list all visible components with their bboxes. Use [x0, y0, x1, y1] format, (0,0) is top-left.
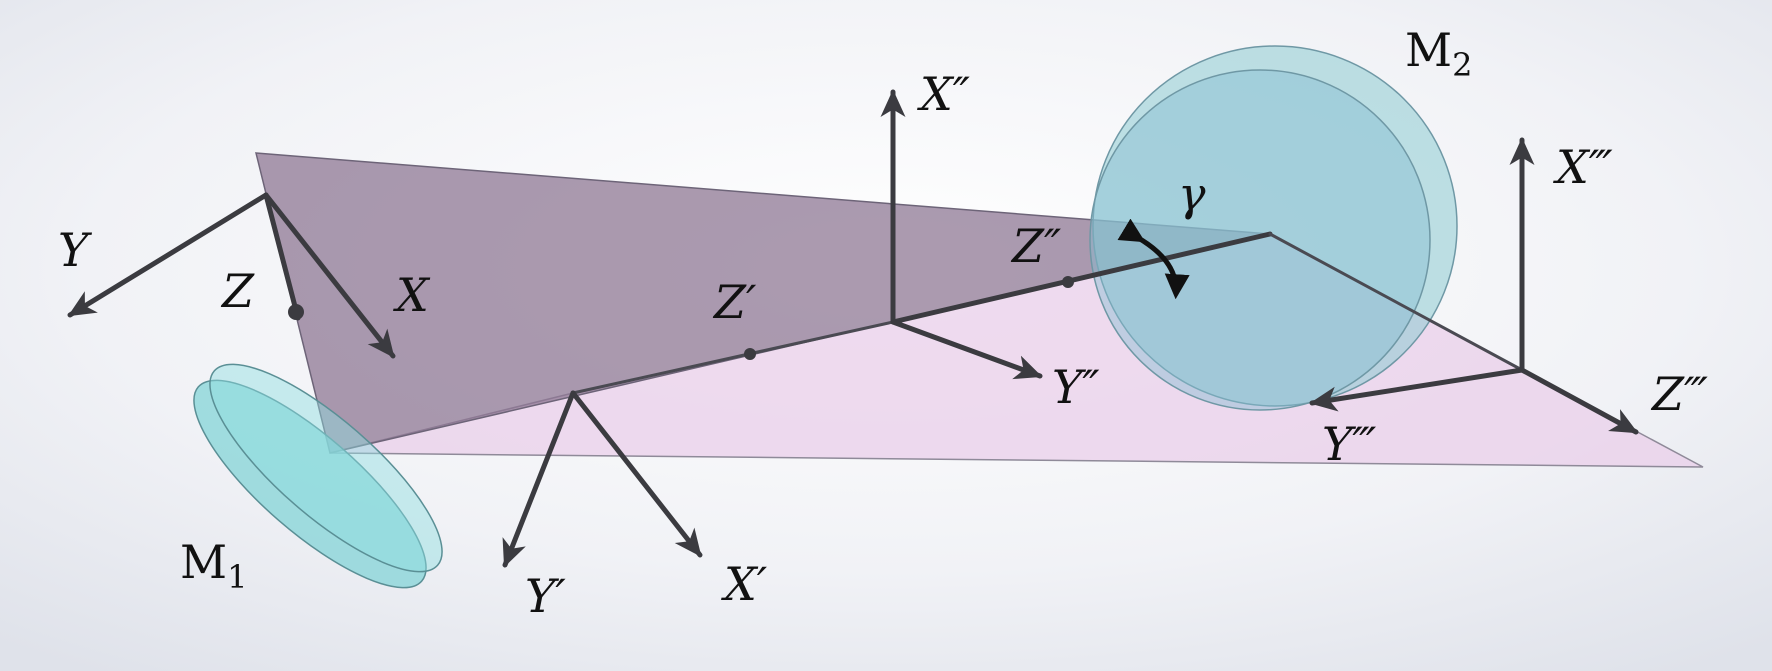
mirror-m2	[1089, 45, 1458, 411]
frame-4-z-label: Z‴	[1650, 367, 1708, 421]
mirror-m2-label-sub: 2	[1452, 46, 1472, 84]
gamma-rotation: γ	[1117, 167, 1206, 300]
frame-4-y-label: Y‴	[1322, 417, 1376, 471]
frame-3-x-label: X″	[917, 67, 970, 121]
mirror-m1-label-base: M	[180, 535, 227, 589]
mirror-m1	[193, 363, 443, 589]
frame-2-z-label: Z′	[712, 275, 757, 329]
frame-4-x-label: X‴	[1553, 140, 1613, 194]
frame-1-x-label: X	[393, 268, 431, 322]
frame-3-y-label: Y″	[1052, 360, 1100, 414]
frame-4: X‴ Y‴ Z‴	[1309, 137, 1708, 471]
frame-1-z-label: Z	[220, 264, 255, 318]
frame-2-x-label: X′	[721, 557, 768, 611]
mirror-m2-label-base: M	[1405, 23, 1452, 77]
frame-3-z-label: Z″	[1010, 219, 1061, 273]
beam-path	[571, 231, 1524, 395]
frame-1-y-label: Y	[58, 223, 93, 277]
mirror-m1-label-sub: 1	[227, 558, 247, 596]
frame-2-y-label: Y′	[525, 569, 566, 623]
gamma-label: γ	[1178, 167, 1206, 221]
frame-2: Z′ Y′ X′	[502, 275, 768, 623]
frame-1: Y Z X	[58, 192, 431, 359]
frame-3: X″ Z″ Y″	[880, 67, 1100, 414]
mirror-m2-label: M2	[1405, 23, 1472, 84]
mirror-m1-label: M1	[180, 535, 247, 596]
